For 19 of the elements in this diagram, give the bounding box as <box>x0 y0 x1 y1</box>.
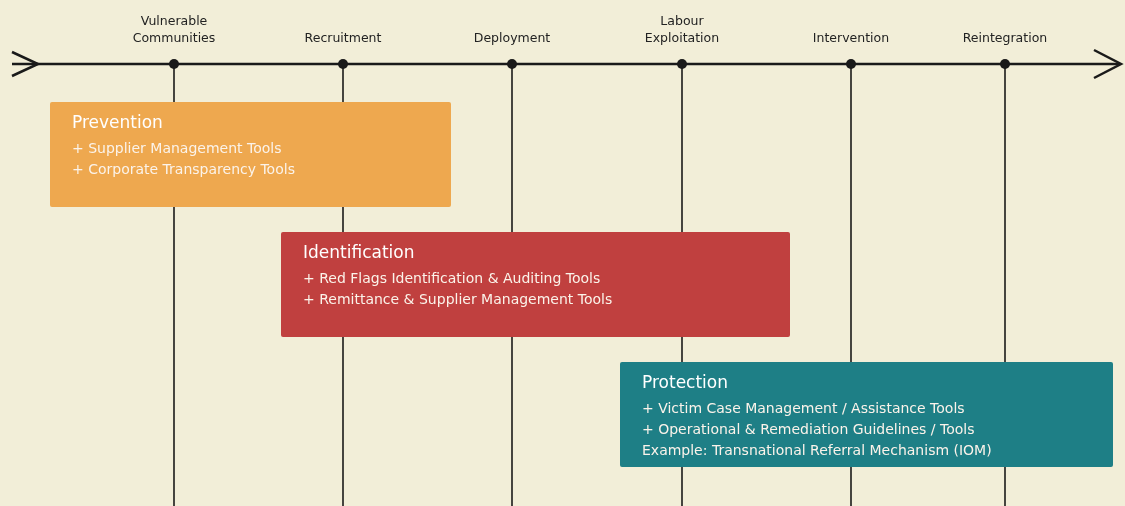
stage-label: Recruitment <box>303 29 383 46</box>
stage-box <box>620 362 1113 467</box>
box-heading: Prevention <box>72 112 164 132</box>
box-text: Example: Transnational Referral Mechanism (IOM) <box>642 441 993 460</box>
box-text: + Corporate Transparency Tools <box>72 160 296 179</box>
stage-box <box>281 232 790 337</box>
box-text: + Supplier Management Tools <box>72 139 283 158</box>
stage-label: Vulnerable Communities <box>131 12 217 46</box>
box-text: + Victim Case Management / Assistance Tools <box>642 399 966 418</box>
box-text: + Remittance & Supplier Management Tools <box>303 290 614 309</box>
box-text: + Red Flags Identification & Auditing Tools <box>303 269 602 288</box>
box-text: + Operational & Remediation Guidelines / Tools <box>642 420 976 439</box>
box-heading: Identification <box>303 242 416 262</box>
stage-label: Deployment <box>472 29 552 46</box>
stage-box <box>50 102 451 207</box>
box-heading: Protection <box>642 372 729 392</box>
stage-label: Labour Exploitation <box>643 12 721 46</box>
stage-label: Reintegration <box>961 29 1049 46</box>
stage-label: Intervention <box>811 29 891 46</box>
